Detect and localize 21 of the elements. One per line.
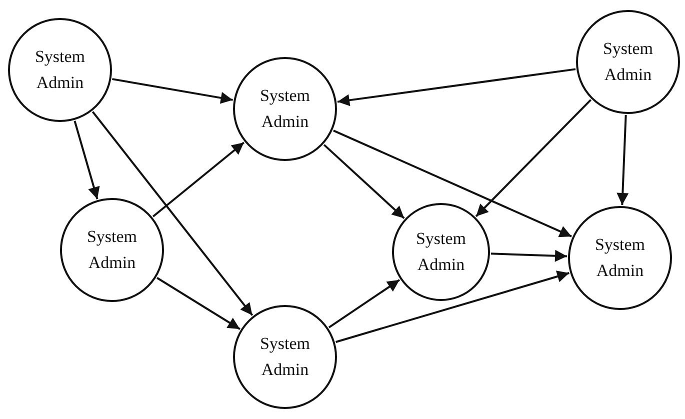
arrow xyxy=(337,68,576,106)
node-label: System Admin xyxy=(258,85,312,133)
arrow xyxy=(333,130,572,238)
node-label: System Admin xyxy=(414,228,468,276)
arrow xyxy=(328,279,400,328)
circle-node xyxy=(392,203,490,301)
arrow xyxy=(490,250,568,262)
node-label: System Admin xyxy=(34,46,86,94)
arrow xyxy=(336,270,570,343)
node-label: System Admin xyxy=(86,226,138,274)
node-label: System Admin xyxy=(258,333,312,381)
arrow xyxy=(74,120,100,200)
node-label: System Admin xyxy=(602,38,654,86)
arrow xyxy=(156,277,240,330)
arrow xyxy=(616,114,629,206)
arrow xyxy=(475,99,592,218)
arrow xyxy=(152,142,245,218)
arrow xyxy=(92,111,254,316)
node-label: System Admin xyxy=(594,234,646,282)
arrow xyxy=(112,78,233,104)
arrow xyxy=(323,144,405,219)
